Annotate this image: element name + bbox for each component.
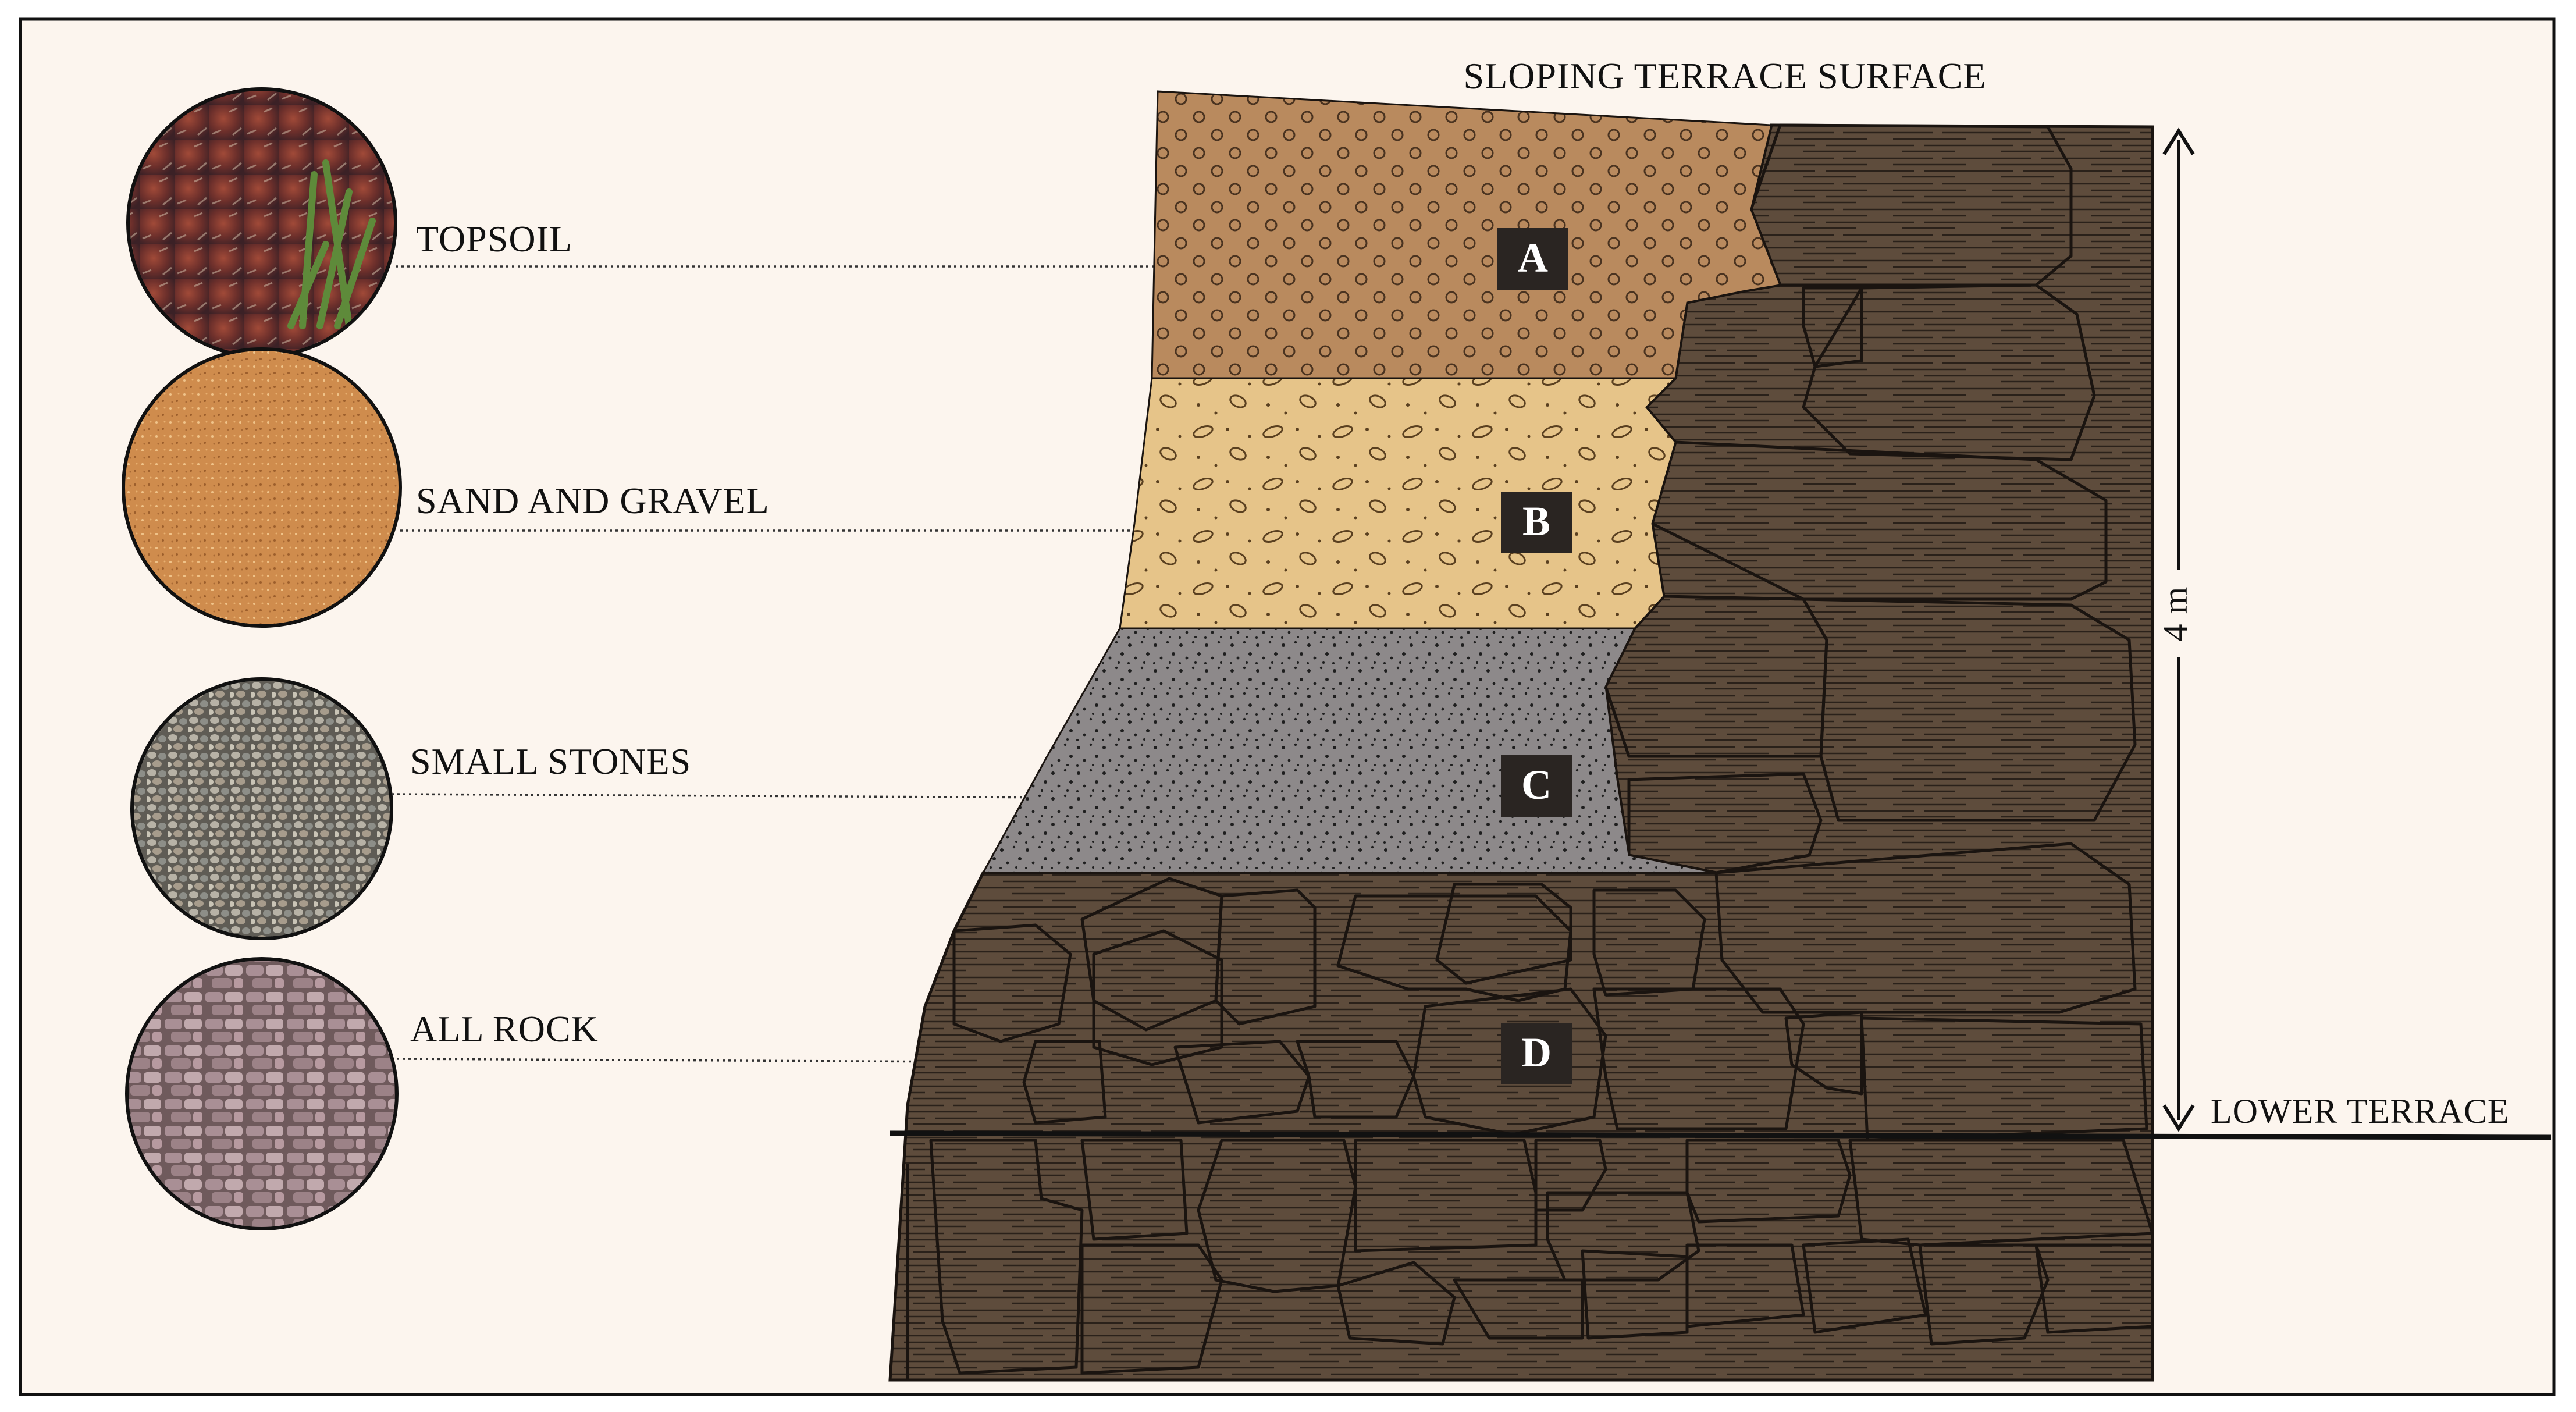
sloping-terrace-title: SLOPING TERRACE SURFACE (1464, 55, 1987, 97)
sand-circle-outline (122, 347, 402, 628)
layer-d-badge: D (1501, 1023, 1572, 1084)
grass-tuft (287, 159, 396, 329)
height-label: 4 m (2156, 586, 2194, 642)
layer-a-pattern (1151, 90, 1782, 379)
height-arrow: 4 m (2156, 127, 2198, 1132)
layer-d-letter: D (1521, 1029, 1552, 1076)
stones-circle-outline (130, 677, 393, 940)
rock-block-outlines (906, 123, 2154, 1380)
soil-profile: A B C D (888, 90, 2552, 1382)
topsoil-photo-icon (128, 89, 396, 357)
layer-c-letter: C (1521, 762, 1552, 808)
layer-a-letter: A (1518, 234, 1548, 281)
layer-b-badge: B (1501, 492, 1572, 553)
rock-label: ALL ROCK (410, 1008, 599, 1050)
topsoil-label: TOPSOIL (416, 218, 572, 259)
layer-a-badge: A (1497, 228, 1568, 290)
lower-terrace-label: LOWER TERRACE (2211, 1092, 2510, 1130)
layer-c-badge: C (1501, 755, 1572, 817)
stones-label: SMALL STONES (410, 741, 691, 782)
lower-terrace-line (889, 1130, 2552, 1140)
sand-photo-icon (123, 349, 400, 626)
layer-b-pattern (1119, 377, 1678, 629)
rock-circle-outline (125, 957, 399, 1230)
sand-label: SAND AND GRAVEL (416, 480, 770, 521)
layer-b-letter: B (1522, 498, 1550, 545)
rock-photo-icon (127, 959, 397, 1229)
legend-sand-and-gravel: SAND AND GRAVEL (122, 347, 1524, 628)
stones-photo-icon (132, 679, 392, 938)
